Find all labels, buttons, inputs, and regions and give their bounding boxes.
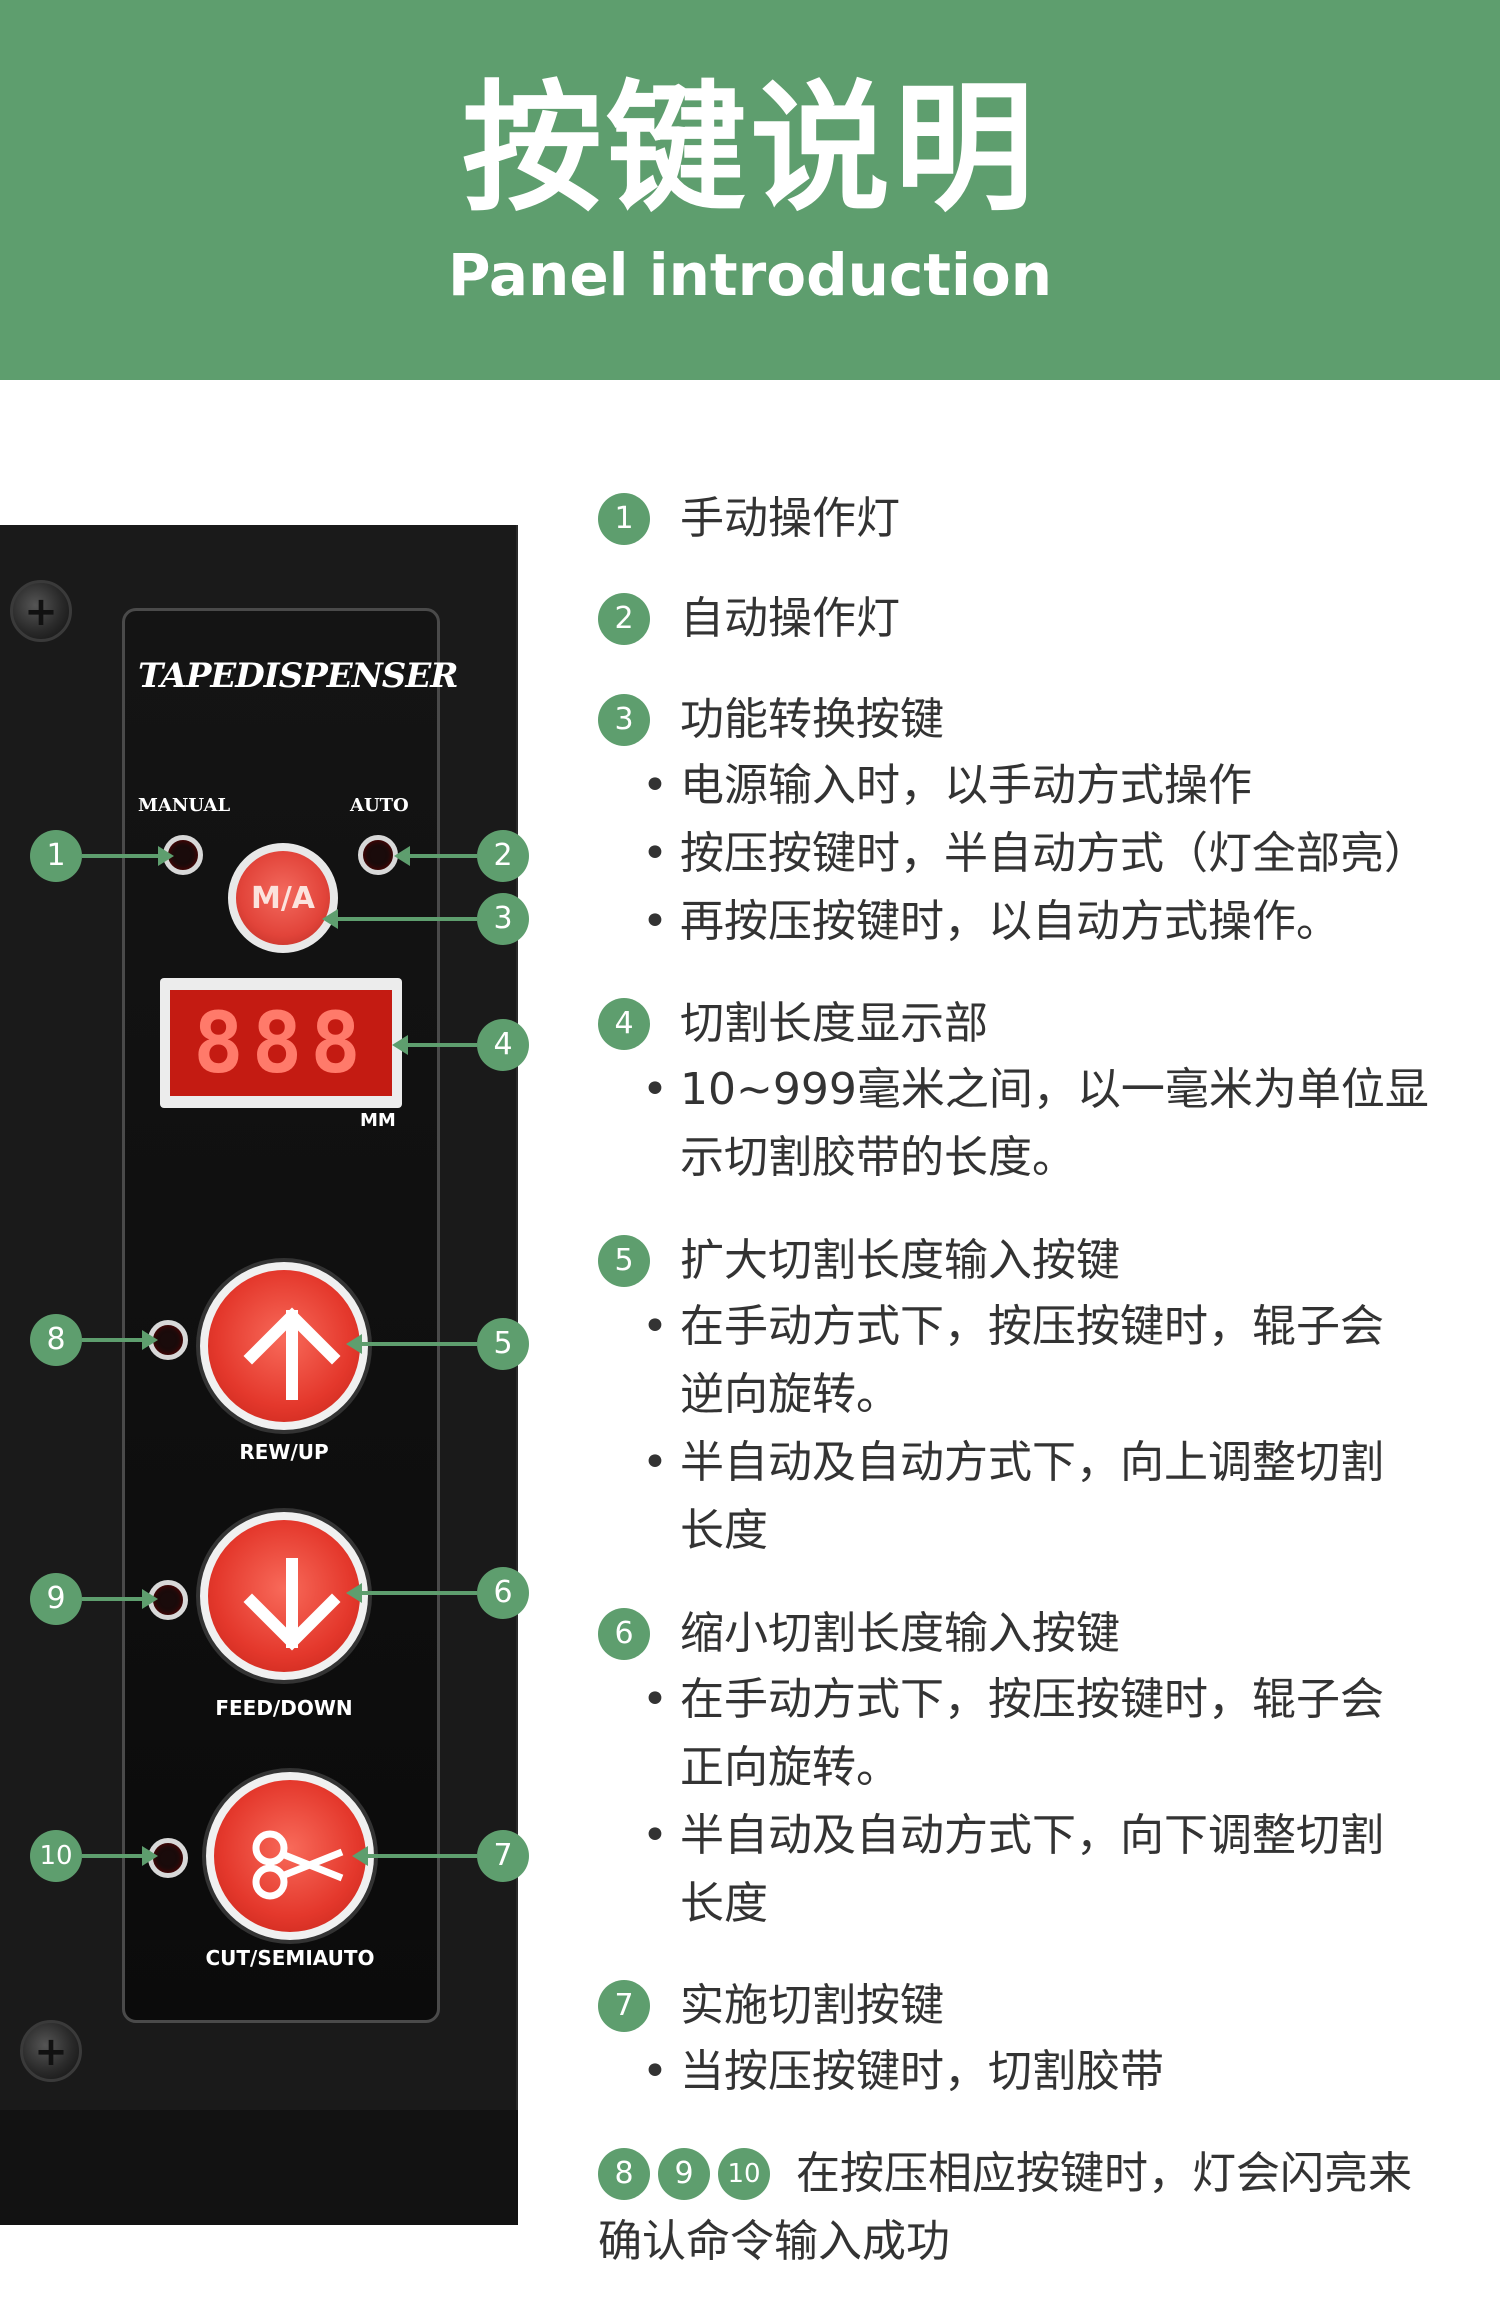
item-6-bullet-cont: 正向旋转。: [680, 1742, 900, 1793]
arrow-4: [392, 1035, 477, 1055]
page-title: 按键说明: [461, 68, 1038, 231]
callout-9: 9: [30, 1573, 82, 1625]
arrow-3: [322, 909, 477, 929]
item-4: 4 切割长度显示部: [598, 996, 988, 1052]
arrow-6: [346, 1583, 477, 1603]
callout-10: 10: [30, 1830, 82, 1882]
arrow-1: [82, 846, 174, 866]
ma-button-label: M/A: [250, 881, 316, 916]
item-7: 7 实施切割按键: [598, 1978, 944, 2034]
length-display: 888: [160, 978, 402, 1108]
item-5-bullet: 半自动及自动方式下，向上调整切割: [640, 1429, 1480, 1497]
feed-down-label: FEED/DOWN: [215, 1696, 353, 1720]
callout-1: 1: [30, 830, 82, 882]
final-note-line1: 在按压相应按键时，灯会闪亮来: [796, 2148, 1412, 2199]
arrow-10: [82, 1846, 158, 1866]
item-2: 2 自动操作灯: [598, 591, 900, 647]
item-5-title: 扩大切割长度输入按键: [680, 1235, 1120, 1286]
ma-button[interactable]: M/A: [228, 843, 338, 953]
item-5-number: 5: [598, 1235, 650, 1287]
item-1: 1 手动操作灯: [598, 491, 900, 547]
callout-2: 2: [477, 830, 529, 882]
item-3-bullet: 电源输入时，以手动方式操作: [640, 752, 1480, 820]
callout-3: 3: [477, 893, 529, 945]
item-4-bullet: 10~999毫米之间，以一毫米为单位显: [640, 1056, 1480, 1124]
callout-8: 8: [30, 1314, 82, 1366]
final-note: 8 9 10 在按压相应按键时，灯会闪亮来 确认命令输入成功: [598, 2140, 1478, 2276]
item-6-bullet-cont: 长度: [680, 1878, 768, 1929]
auto-label: AUTO: [350, 795, 409, 816]
header-banner: 按键说明 Panel introduction: [0, 0, 1500, 380]
item-4-bullet-cont: 示切割胶带的长度。: [680, 1132, 1076, 1183]
callout-5: 5: [477, 1318, 529, 1370]
item-5: 5 扩大切割长度输入按键: [598, 1233, 1120, 1289]
arrow-5: [346, 1334, 477, 1354]
screw-bottom: [20, 2020, 82, 2082]
final-number-8: 8: [598, 2148, 650, 2200]
display-value: 888: [170, 990, 392, 1096]
arrow-2: [394, 846, 477, 866]
item-1-title: 手动操作灯: [680, 493, 900, 544]
auto-led: [358, 835, 398, 875]
item-6-bullet: 在手动方式下，按压按键时，辊子会: [640, 1666, 1480, 1734]
scissors-icon: [252, 1830, 344, 1900]
item-3: 3 功能转换按键: [598, 692, 944, 748]
item-6-number: 6: [598, 1608, 650, 1660]
item-5-bullet: 在手动方式下，按压按键时，辊子会: [640, 1293, 1480, 1361]
item-5-bullet-cont: 长度: [680, 1505, 768, 1556]
final-number-10: 10: [718, 2148, 770, 2200]
item-3-bullet: 按压按键时，半自动方式（灯全部亮）: [640, 820, 1480, 888]
item-3-number: 3: [598, 694, 650, 746]
item-4-title: 切割长度显示部: [680, 998, 988, 1049]
rew-up-button[interactable]: [200, 1262, 368, 1430]
item-4-number: 4: [598, 998, 650, 1050]
final-number-9: 9: [658, 2148, 710, 2200]
arrow-9: [82, 1589, 158, 1609]
callout-4: 4: [477, 1019, 529, 1071]
arrow-8: [82, 1330, 158, 1350]
item-3-bullet: 再按压按键时，以自动方式操作。: [640, 888, 1480, 956]
item-6: 6 缩小切割长度输入按键: [598, 1606, 1120, 1662]
screw-top: [10, 580, 72, 642]
item-5-bullet-cont: 逆向旋转。: [680, 1369, 900, 1420]
display-unit: MM: [360, 1110, 396, 1131]
item-2-number: 2: [598, 593, 650, 645]
arrow-7: [352, 1846, 477, 1866]
item-1-number: 1: [598, 493, 650, 545]
arrow-down-icon: [243, 1558, 341, 1651]
item-2-title: 自动操作灯: [680, 593, 900, 644]
cut-button[interactable]: [206, 1772, 374, 1940]
item-7-bullet: 当按压按键时，切割胶带: [640, 2038, 1480, 2106]
item-7-title: 实施切割按键: [680, 1980, 944, 2031]
item-6-title: 缩小切割长度输入按键: [680, 1608, 1120, 1659]
feed-down-button[interactable]: [200, 1512, 368, 1680]
callout-7: 7: [477, 1830, 529, 1882]
rew-up-label: REW/UP: [239, 1440, 329, 1464]
cut-label: CUT/SEMIAUTO: [205, 1946, 375, 1970]
item-3-title: 功能转换按键: [680, 694, 944, 745]
page-subtitle: Panel introduction: [447, 241, 1053, 309]
callout-6: 6: [477, 1567, 529, 1619]
arrow-up-icon: [243, 1307, 341, 1400]
final-note-line2: 确认命令输入成功: [598, 2216, 950, 2267]
manual-label: MANUAL: [138, 795, 231, 816]
item-7-number: 7: [598, 1980, 650, 2032]
device-base: [0, 2110, 518, 2225]
panel-brand: TAPEDISPENSER: [138, 656, 459, 696]
item-6-bullet: 半自动及自动方式下，向下调整切割: [640, 1802, 1480, 1870]
